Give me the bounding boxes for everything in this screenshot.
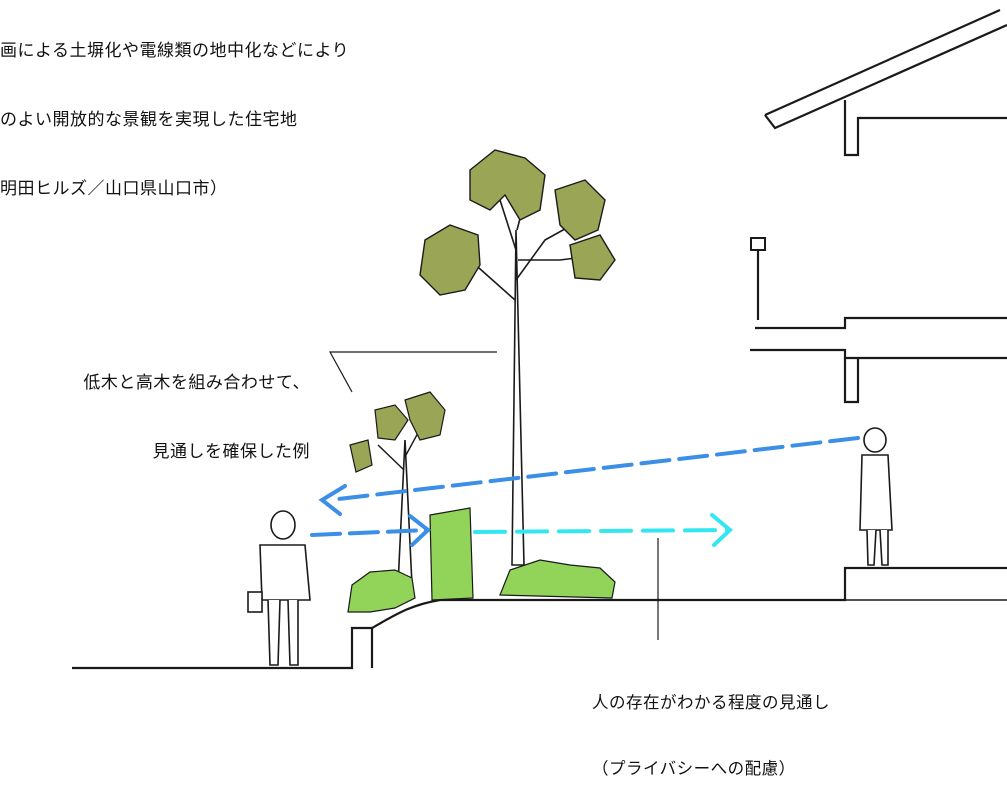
sight-line-upper-arrowhead bbox=[318, 484, 347, 516]
sight-lines bbox=[310, 436, 860, 547]
tall-tree-canopy-upper bbox=[469, 149, 546, 221]
label-visibility-line-2: （プライバシーへの配慮） bbox=[592, 759, 796, 778]
leader-line-trees bbox=[328, 351, 497, 393]
sight-line-upper bbox=[328, 436, 860, 502]
label-tree-combination-line-2: 見通しを確保した例 bbox=[152, 442, 310, 462]
header-note-line-1: 画による土塀化や電線類の地中化などにより bbox=[0, 41, 350, 61]
sight-line-cyan-arrowhead bbox=[710, 513, 734, 547]
tall-tree-canopy-left bbox=[419, 224, 481, 296]
label-tree-combination: 低木と高木を組み合わせて、 見通しを確保した例 bbox=[10, 326, 310, 487]
label-visibility: 人の存在がわかる程度の見通し （プライバシーへの配慮） bbox=[592, 648, 830, 802]
ground-profile bbox=[72, 566, 1007, 670]
sight-line-lower-arrowhead bbox=[408, 514, 432, 547]
tall-tree-canopy-right-low bbox=[569, 234, 616, 281]
header-note: 画による土塀化や電線類の地中化などにより のよい開放的な景観を実現した住宅地 明… bbox=[0, 0, 349, 224]
leader-lines bbox=[328, 351, 659, 640]
house-section bbox=[750, 8, 1007, 404]
landscape-section-illustration bbox=[72, 8, 1007, 670]
person-left bbox=[247, 510, 311, 666]
header-note-line-3: 明田ヒルズ／山口県山口市） bbox=[0, 179, 228, 199]
label-tree-combination-line-1: 低木と高木を組み合わせて、 bbox=[83, 373, 310, 393]
shrubs bbox=[347, 507, 616, 613]
label-visibility-line-1: 人の存在がわかる程度の見通し bbox=[592, 693, 830, 712]
tall-tree bbox=[419, 149, 616, 566]
sight-line-cyan bbox=[473, 528, 730, 534]
tall-tree-canopy-right bbox=[554, 179, 606, 241]
shrub-right bbox=[499, 559, 616, 599]
header-note-line-2: のよい開放的な景観を実現した住宅地 bbox=[0, 110, 298, 130]
small-tree bbox=[349, 391, 446, 586]
sight-line-lower bbox=[310, 528, 430, 537]
shrub-left bbox=[347, 569, 416, 613]
person-right bbox=[859, 427, 893, 566]
hedge-column bbox=[429, 507, 474, 601]
